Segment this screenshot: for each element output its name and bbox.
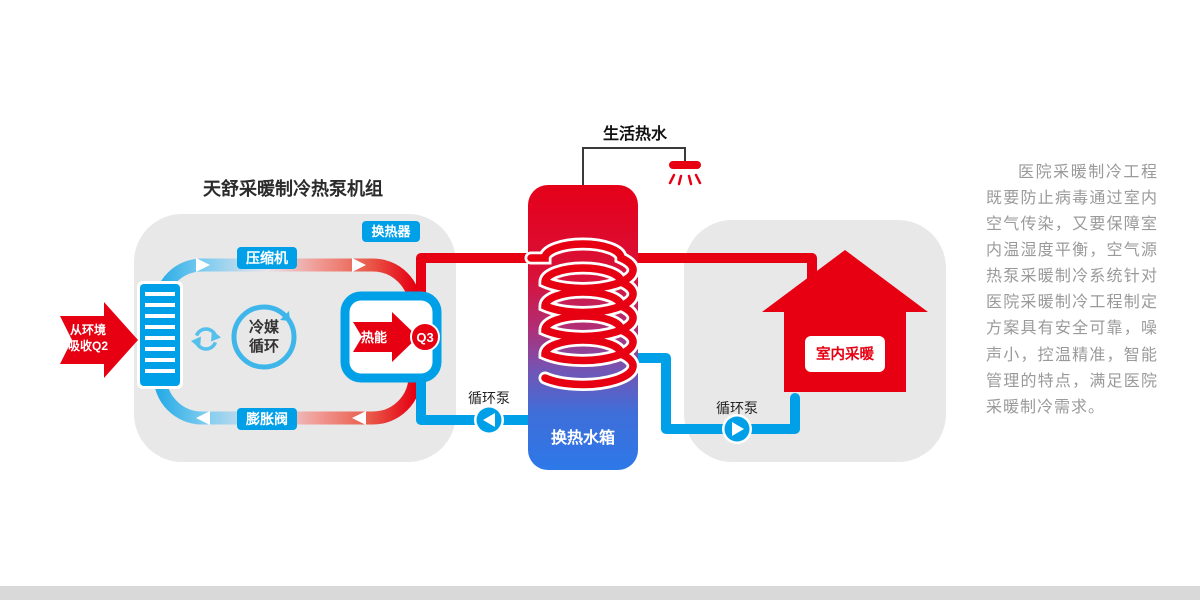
pump-label-left: 循环泵 <box>468 390 510 406</box>
refrigerant-cycle-label: 循环 <box>249 337 279 355</box>
hot-water-tank: 换热水箱 <box>524 185 640 470</box>
description-text: 医院采暖制冷工程既要防止病毒通过室内空气传染，又要保障室内温湿度平衡，空气源热泵… <box>986 164 1158 416</box>
svg-text:吸收Q2: 吸收Q2 <box>68 338 108 353</box>
pump-label-right: 循环泵 <box>716 400 758 416</box>
circulation-pump-left-icon <box>474 405 504 435</box>
house-icon: 室内采暖 <box>762 250 928 392</box>
diagram-title: 天舒采暖制冷热泵机组 <box>203 178 383 199</box>
tank-label: 换热水箱 <box>551 428 615 447</box>
expansion-valve-label: 膨胀阀 <box>237 408 297 430</box>
swirl-icon <box>191 327 221 351</box>
heat-exchanger-label: 换热器 <box>362 221 420 242</box>
refrigerant-cycle-label: 冷媒 <box>249 318 280 336</box>
svg-text:热能: 热能 <box>361 330 387 345</box>
return-pipe-right-blue <box>623 353 800 434</box>
q3-badge: Q3 <box>410 322 440 352</box>
indoor-heating-label: 室内采暖 <box>816 345 874 363</box>
ambient-heat-arrow: 从环境 吸收Q2 <box>60 302 138 378</box>
circulation-pump-right-icon <box>722 414 752 444</box>
shower-icon <box>668 161 702 186</box>
flow-chevron-icon <box>196 411 210 425</box>
domestic-hot-water-label: 生活热水 <box>603 124 668 143</box>
supply-pipe-left-red <box>416 253 545 310</box>
footer-strip <box>0 586 1200 600</box>
svg-text:膨胀阀: 膨胀阀 <box>246 411 288 427</box>
svg-text:换热器: 换热器 <box>371 224 411 239</box>
evaporator-coil-icon <box>137 281 183 389</box>
flow-chevron-icon <box>352 258 366 272</box>
svg-text:Q3: Q3 <box>416 330 433 345</box>
tank-coil <box>527 240 637 389</box>
flow-chevron-icon <box>196 258 210 272</box>
svg-text:从环境: 从环境 <box>70 322 106 337</box>
svg-text:压缩机: 压缩机 <box>246 250 288 266</box>
heat-energy-arrow: 热能 <box>353 312 418 362</box>
flow-chevron-icon <box>352 411 366 425</box>
hot-water-line <box>582 147 686 185</box>
compressor-label: 压缩机 <box>237 247 297 269</box>
cycle-arrow-icon <box>231 304 297 370</box>
